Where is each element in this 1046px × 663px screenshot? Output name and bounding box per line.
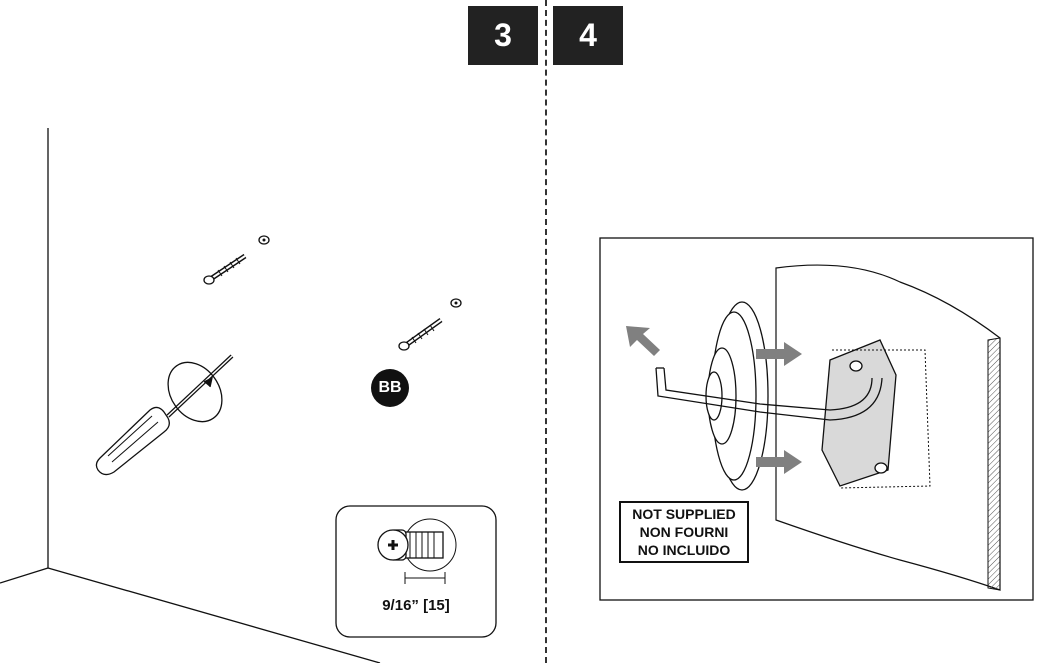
step-3-badge: 3 — [468, 6, 538, 65]
step-divider — [545, 0, 547, 663]
screwdriver-icon — [95, 354, 234, 476]
step-4-badge: 4 — [553, 6, 623, 65]
note-line-en: NOT SUPPLIED — [632, 506, 736, 522]
mounting-plate — [821, 339, 897, 487]
arrow-icons — [626, 326, 802, 474]
screw-icon — [398, 317, 443, 351]
wall-corner — [0, 128, 381, 663]
note-line-es: NO INCLUIDO — [637, 542, 731, 558]
plate-outline — [832, 349, 931, 489]
screw-size-label: 9/16” [15] — [382, 597, 450, 614]
screw-detail-icon — [377, 518, 457, 584]
note-line-fr: NON FOURNI — [639, 524, 729, 540]
hex-key-icon — [655, 367, 883, 421]
detail-inset — [335, 505, 497, 638]
escutcheon — [705, 301, 769, 491]
screw-icon — [203, 253, 247, 285]
rotation-arrow-icon — [167, 361, 223, 423]
part-bb-badge: BB — [371, 369, 409, 407]
not-supplied-note: NOT SUPPLIED NON FOURNI NO INCLUIDO — [619, 501, 749, 563]
